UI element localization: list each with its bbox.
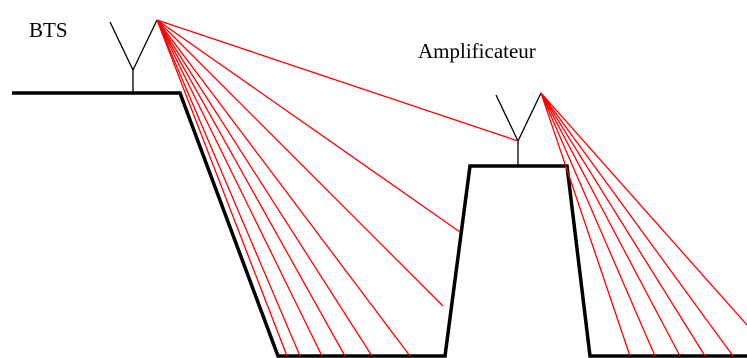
amplifier-ray: [540, 92, 631, 357]
bts-signal-rays: [156, 19, 519, 357]
bts-ray: [156, 19, 301, 357]
bts-ray-to-hill-top: [156, 19, 461, 233]
amplifier-ray: [540, 92, 681, 357]
bts-ray: [156, 19, 373, 357]
amplifier-signal-rays: [540, 92, 747, 357]
bts-ray-to-hill-base: [156, 19, 444, 307]
amplifier-ray: [540, 92, 747, 326]
bts-ray: [156, 19, 323, 357]
amplifier-label: Amplificateur: [418, 39, 536, 63]
amplifier-ray: [540, 92, 734, 357]
amplifier-ray: [540, 92, 656, 357]
bts-ray: [156, 19, 346, 357]
amplifier-antenna-icon: [495, 92, 542, 166]
terrain-profile: [12, 91, 747, 358]
bts-antenna-icon: [109, 19, 158, 93]
amplifier-ray: [540, 92, 706, 357]
bts-ray: [156, 19, 288, 357]
bts-label: BTS: [29, 18, 68, 42]
bts-ray: [156, 19, 411, 357]
bts-ray-to-amplifier: [156, 19, 519, 142]
